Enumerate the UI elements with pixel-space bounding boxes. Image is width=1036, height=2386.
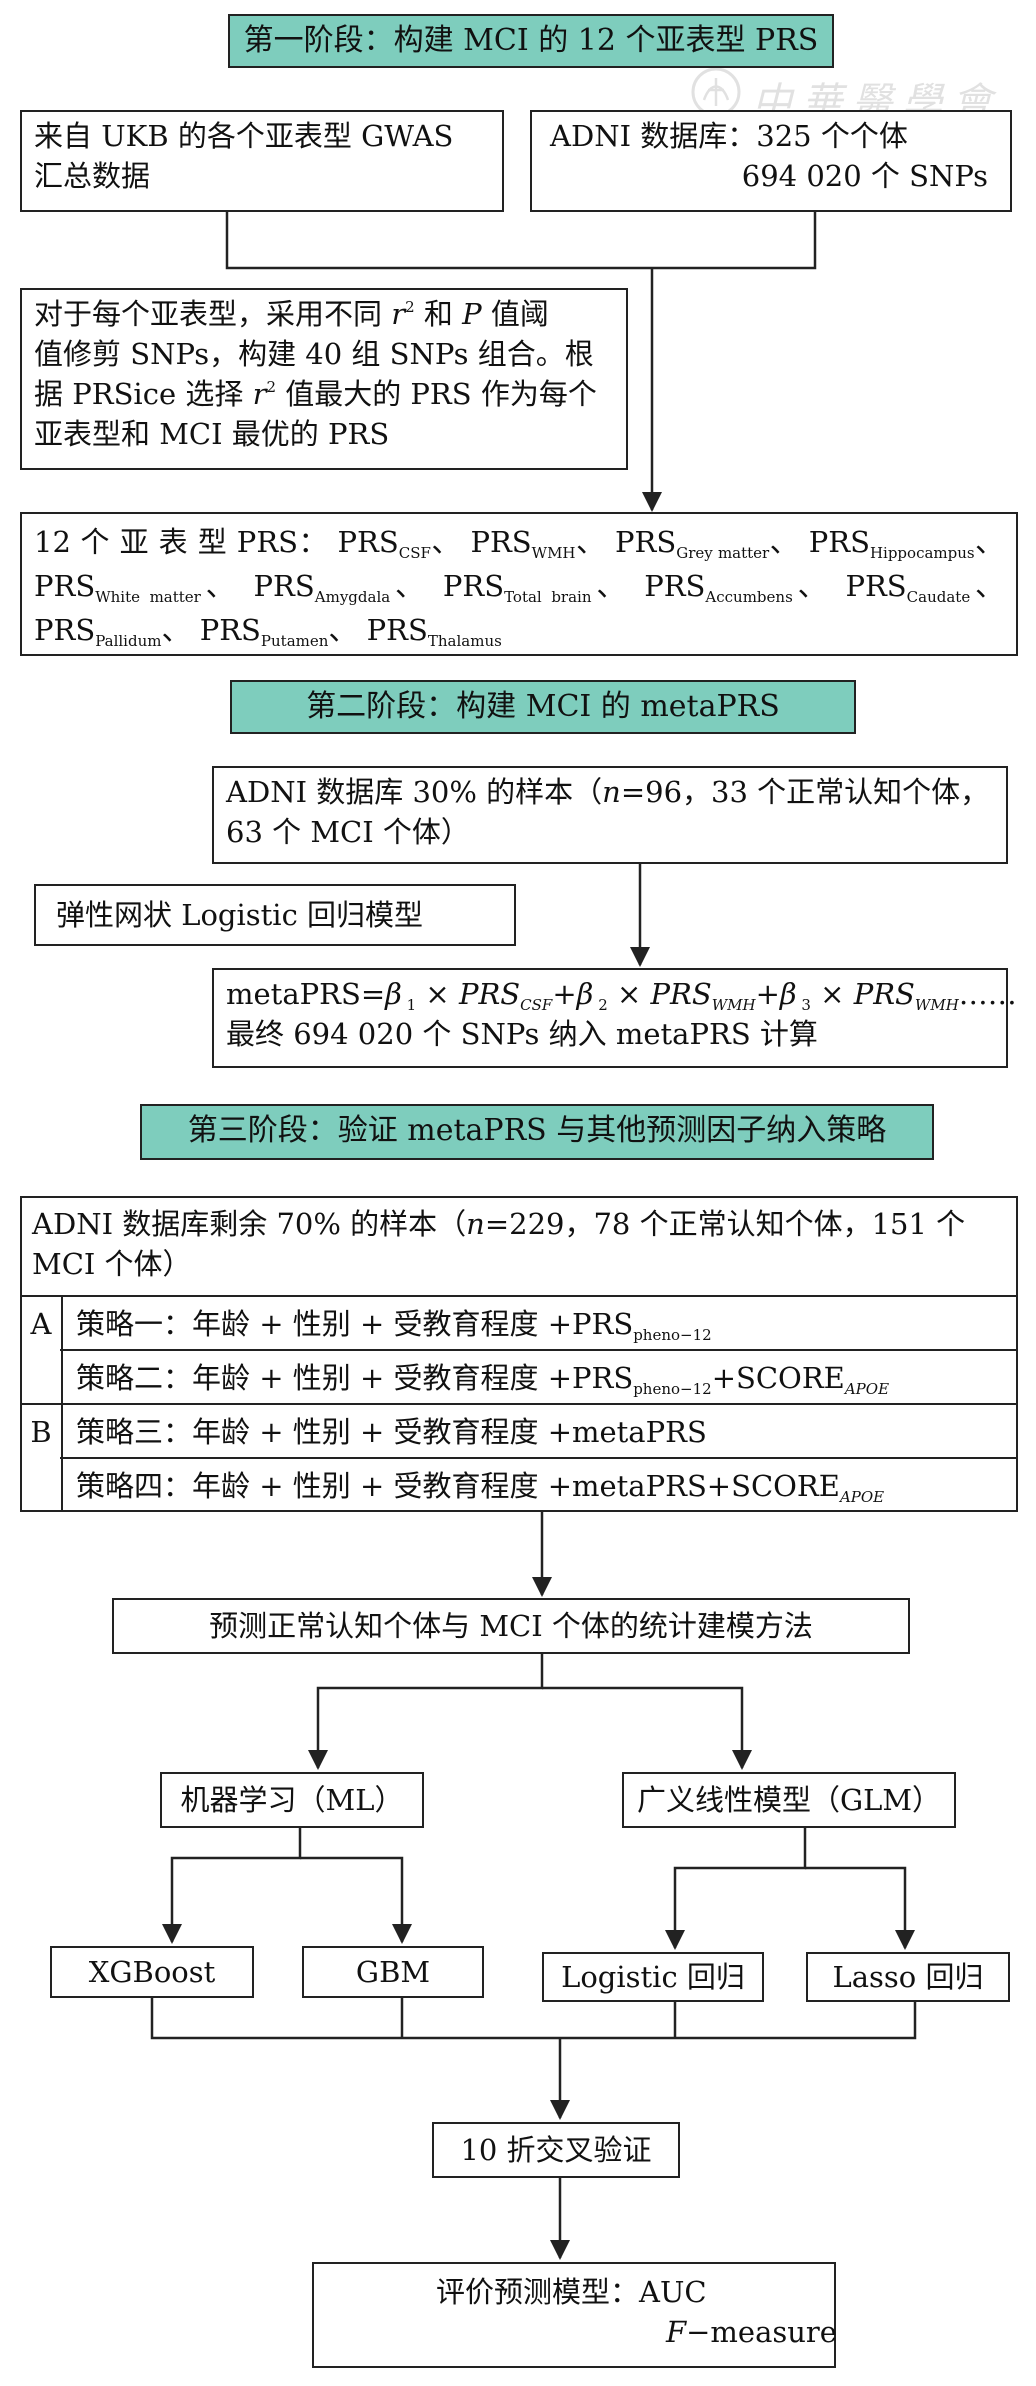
prs-item: PRSGrey matter、 — [615, 525, 800, 562]
prs-item: PRSCSF、 — [337, 525, 461, 562]
ml-box: 机器学习（ML） — [160, 1772, 424, 1828]
adni-line2: 694 020 个 SNPs — [741, 159, 988, 193]
pruning-line3: 据 PRSice 选择 r2 值最大的 PRS 作为每个 — [34, 377, 597, 411]
prs-item: PRSCaudate、 — [845, 569, 1005, 606]
arrow-to-lasso — [805, 1866, 915, 1950]
prs-line3: PRSPallidum、 PRSPutamen、 PRSThalamus — [34, 608, 1004, 652]
prs-item: PRSHippocampus、 — [808, 525, 1005, 562]
merge-line-inputs — [225, 212, 817, 270]
training-sample-box: ADNI 数据库 30% 的样本（n=96，33 个正常认知个体， 63 个 M… — [212, 766, 1008, 864]
prs-item: PRSThalamus — [366, 613, 502, 650]
prs-item: PRSAmygdala、 — [253, 569, 429, 606]
pruning-line1: 对于每个亚表型，采用不同 r2 和 P 值阈 — [34, 297, 549, 331]
modeling-methods-box: 预测正常认知个体与 MCI 个体的统计建模方法 — [112, 1598, 910, 1654]
stage1-title: 第一阶段：构建 MCI 的 12 个亚表型 PRS — [228, 14, 834, 68]
arrow-to-xgboost — [162, 1825, 302, 1944]
arrow-to-ml-box — [308, 1652, 544, 1770]
pruning-line2: 值修剪 SNPs，构建 40 组 SNPs 组合。根 — [34, 337, 594, 371]
adni-line1: ADNI 数据库：325 个个体 — [550, 119, 908, 153]
arrow-to-gbm — [300, 1856, 412, 1944]
group-a-label: A — [30, 1307, 52, 1341]
evaluation-line2: F−measure — [666, 2315, 837, 2349]
logistic-box: Logistic 回归 — [542, 1952, 764, 2002]
stage2-title: 第二阶段：构建 MCI 的 metaPRS — [230, 680, 856, 734]
subtype-prs-box: 12 个 亚 表 型 PRS： PRSCSF、 PRSWMH、 PRSGrey … — [20, 512, 1018, 656]
evaluation-box: 评价预测模型：AUC F−measure — [312, 2262, 837, 2368]
strategy-2: 策略二：年龄 + 性别 + 受教育程度 +PRSpheno−12+SCOREAP… — [76, 1361, 890, 1398]
validation-sample-text: ADNI 数据库剩余 70% 的样本（n=229，78 个正常认知个体，151 … — [32, 1207, 966, 1281]
ukb-gwas-box: 来自 UKB 的各个亚表型 GWAS 汇总数据 — [20, 110, 504, 212]
adni-database-box: ADNI 数据库：325 个个体 694 020 个 SNPs — [530, 110, 1012, 212]
xgboost-box: XGBoost — [50, 1946, 254, 1998]
lasso-box: Lasso 回归 — [806, 1952, 1010, 2002]
ukb-line2: 汇总数据 — [34, 159, 151, 193]
snp-pruning-box: 对于每个亚表型，采用不同 r2 和 P 值阈 值修剪 SNPs，构建 40 组 … — [20, 288, 628, 470]
glm-box: 广义线性模型（GLM） — [622, 1772, 956, 1828]
prs-item: PRSWhite matter、 — [34, 569, 240, 606]
prs-item: PRSPallidum、 — [34, 613, 191, 650]
group-b-label: B — [30, 1415, 52, 1449]
gbm-box: GBM — [302, 1946, 484, 1998]
prs-item: PRSAccumbens、 — [644, 569, 832, 606]
cross-validation-box: 10 折交叉验证 — [432, 2122, 680, 2178]
validation-table: ADNI 数据库剩余 70% 的样本（n=229，78 个正常认知个体，151 … — [20, 1196, 1018, 1512]
training-line2: 63 个 MCI 个体） — [226, 815, 470, 849]
prs-item: PRSTotal brain、 — [442, 569, 631, 606]
arrow-to-glm-box — [542, 1686, 752, 1770]
strategy-4: 策略四：年龄 + 性别 + 受教育程度 +metaPRS+SCOREAPOE — [76, 1469, 885, 1506]
table-gridlines — [20, 1295, 1018, 1512]
training-line1: ADNI 数据库 30% 的样本（n=96，33 个正常认知个体， — [226, 775, 990, 809]
elastic-net-box: 弹性网状 Logistic 回归模型 — [34, 884, 516, 946]
prs-item: PRSPutamen、 — [199, 613, 358, 650]
arrow-to-logistic — [665, 1825, 807, 1950]
formula-line2: 最终 694 020 个 SNPs 纳入 metaPRS 计算 — [226, 1017, 818, 1051]
metaprs-formula-box: metaPRS=β 1 × PRSCSF+β 2 × PRSWMH+β 3 × … — [212, 968, 1017, 1068]
strategy-3: 策略三：年龄 + 性别 + 受教育程度 +metaPRS — [76, 1415, 707, 1449]
strategy-1: 策略一：年龄 + 性别 + 受教育程度 +PRSpheno−12 — [76, 1307, 712, 1344]
merge-line-models — [150, 1997, 917, 2040]
evaluation-line1: 评价预测模型：AUC — [436, 2275, 707, 2309]
ukb-line1: 来自 UKB 的各个亚表型 GWAS — [34, 119, 454, 153]
prs-item: PRSWMH、 — [470, 525, 606, 562]
prs-line1: 12 个 亚 表 型 PRS： PRSCSF、 PRSWMH、 PRSGrey … — [34, 525, 1005, 562]
formula-line1: metaPRS=β 1 × PRSCSF+β 2 × PRSWMH+β 3 × … — [226, 977, 1017, 1014]
pruning-line4: 亚表型和 MCI 最优的 PRS — [34, 417, 390, 451]
stage3-title: 第三阶段：验证 metaPRS 与其他预测因子纳入策略 — [140, 1104, 934, 1160]
prs-line2: PRSWhite matter、 PRSAmygdala、 PRSTotal b… — [34, 564, 1004, 608]
